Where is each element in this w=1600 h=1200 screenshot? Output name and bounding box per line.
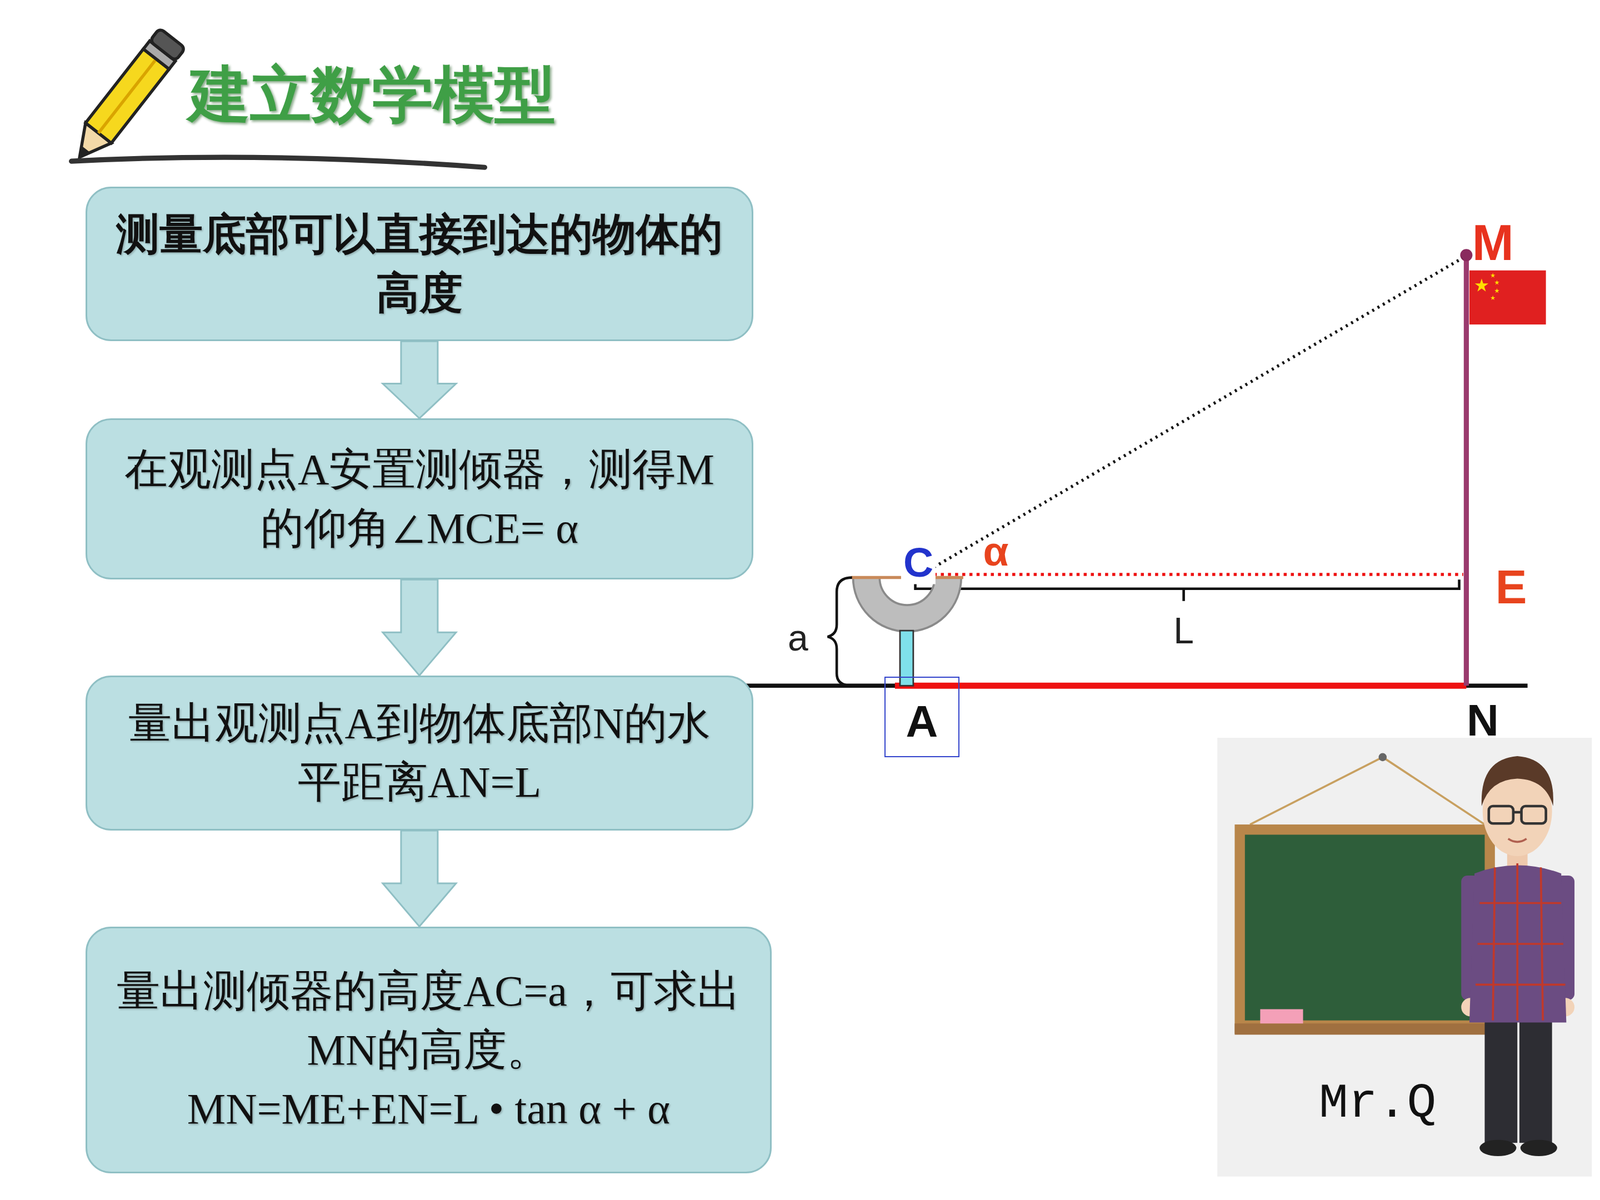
dimension-label: L — [1173, 612, 1194, 649]
flag-star — [1490, 272, 1496, 278]
slide-title: 建立数学模型 — [188, 61, 556, 129]
clinometer-protractor — [853, 577, 962, 632]
dimension-a — [827, 577, 853, 687]
point-label-box: A — [884, 676, 959, 758]
flagpole — [1463, 255, 1469, 686]
teacher-figure — [1461, 756, 1575, 1157]
node-text: A — [906, 699, 939, 744]
node-text: 量出观测点A到物体底部N的水平距离AN=L — [115, 693, 724, 812]
node-text: 量出测倾器的高度AC=a，可求出MN的高度。 — [115, 961, 742, 1080]
flag-star — [1494, 288, 1500, 293]
flag-star — [1475, 278, 1489, 292]
title-underline — [71, 157, 485, 168]
glasses — [1521, 806, 1547, 824]
mouth — [1508, 838, 1527, 843]
node-text: 测量底部可以直接到达的物体的高度 — [115, 205, 724, 323]
glasses — [1488, 806, 1514, 824]
point-label: E — [1495, 563, 1528, 611]
board-string — [1382, 757, 1485, 825]
line-of-sight — [933, 258, 1463, 568]
shoe — [1479, 1140, 1517, 1157]
node-text: MN=ME+EN=L • tan α + α — [187, 1079, 670, 1139]
blackboard-frame — [1234, 824, 1495, 1034]
pencil-icon — [66, 28, 186, 168]
horizontal-line-ce — [933, 572, 1464, 577]
board-string — [1250, 757, 1383, 825]
flow-arrow — [382, 830, 457, 927]
distance-an — [895, 682, 1467, 689]
chalk-ledge — [1234, 1023, 1495, 1035]
process-box: 在观测点A安置测倾器，测得M的仰角∠MCE= α — [85, 418, 753, 580]
shoe — [1520, 1140, 1558, 1157]
point-label: C — [901, 540, 936, 585]
process-box: 测量底部可以直接到达的物体的高度 — [85, 186, 753, 342]
angle-label: α — [983, 530, 1009, 572]
flow-arrow — [382, 341, 457, 419]
glasses-bridge — [1513, 811, 1522, 814]
node-text: 在观测点A安置测倾器，测得M的仰角∠MCE= α — [115, 440, 724, 558]
trouser-leg — [1519, 1015, 1553, 1144]
blackboard — [1245, 834, 1485, 1020]
process-box: 量出测倾器的高度AC=a，可求出MN的高度。MN=ME+EN=L • tan α… — [85, 926, 772, 1174]
pencil-body — [85, 48, 169, 143]
dimension-label: a — [787, 619, 809, 657]
trouser-leg — [1484, 1015, 1518, 1144]
board-eraser — [1260, 1009, 1303, 1024]
ground-line — [745, 683, 1528, 688]
board-nail — [1378, 753, 1387, 762]
dimension-tick — [1182, 588, 1185, 602]
flag-star — [1490, 295, 1496, 300]
point-label: M — [1472, 217, 1514, 268]
process-box: 量出观测点A到物体底部N的水平距离AN=L — [85, 675, 753, 831]
hair — [1481, 756, 1554, 807]
teacher-name: Mr.Q — [1318, 1079, 1437, 1129]
pencil-eraser — [149, 28, 185, 62]
point-m — [1460, 248, 1473, 262]
shirt-plaid — [1475, 863, 1566, 1021]
dimension-l — [915, 579, 1460, 589]
flow-arrow — [382, 579, 457, 676]
point-label: N — [1466, 698, 1499, 743]
flag-star — [1494, 280, 1500, 285]
teacher-panel — [1217, 737, 1592, 1177]
pencil-stripe — [98, 58, 157, 133]
flag — [1469, 270, 1547, 325]
